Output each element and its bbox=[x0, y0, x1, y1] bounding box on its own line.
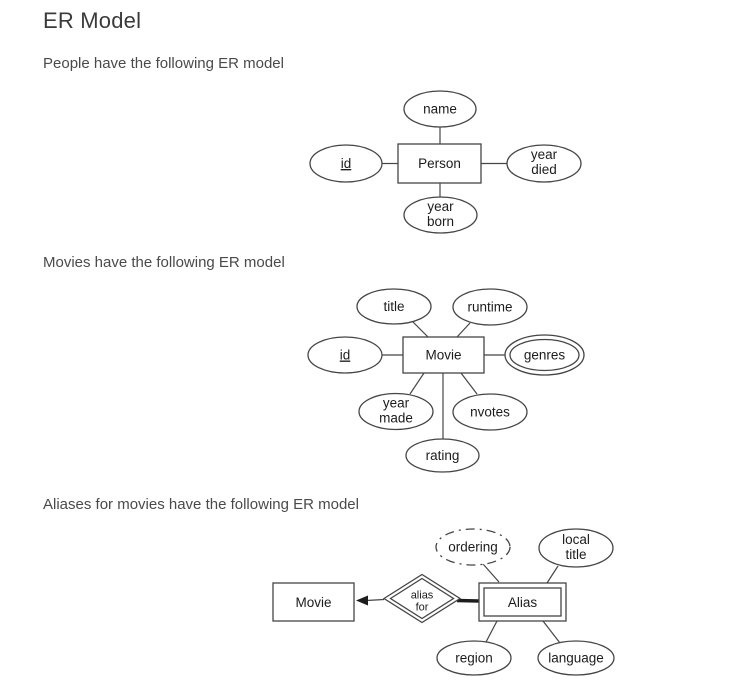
attribute-label-year-born-1: year bbox=[427, 199, 454, 214]
entity-label-movie: Movie bbox=[295, 595, 331, 610]
people-intro-text: People have the following ER model bbox=[43, 55, 284, 72]
attribute-oval-rating bbox=[405, 438, 480, 473]
movie-diagram-connectors bbox=[382, 321, 505, 439]
attribute-oval-local-title bbox=[538, 528, 614, 568]
attribute-label-runtime: runtime bbox=[467, 300, 512, 315]
attribute-label-region: region bbox=[455, 651, 493, 666]
entity-rect-alias-weak bbox=[478, 582, 567, 622]
attribute-label-ordering: ordering bbox=[448, 540, 498, 555]
attribute-label-year-born-2: born bbox=[427, 214, 454, 229]
attribute-label-local-title-2: title bbox=[565, 547, 586, 562]
attribute-oval-year-made bbox=[358, 392, 434, 431]
attribute-oval-nvotes bbox=[452, 393, 528, 431]
attribute-oval-id bbox=[307, 336, 383, 374]
movie-er-diagram: title runtime id Movie genres year made … bbox=[307, 288, 585, 473]
person-diagram-connectors bbox=[382, 127, 507, 197]
alias-diagram-connectors bbox=[356, 563, 561, 644]
entity-rect-movie bbox=[402, 336, 485, 374]
attribute-label-year-died-1: year bbox=[531, 147, 558, 162]
attribute-oval-ordering-derived bbox=[435, 528, 511, 566]
relationship-label-for: for bbox=[416, 602, 429, 614]
attribute-label-title: title bbox=[383, 299, 404, 314]
attribute-oval-title bbox=[356, 288, 432, 325]
entity-label-movie: Movie bbox=[425, 348, 461, 363]
attribute-oval-id bbox=[309, 144, 383, 183]
attribute-oval-region bbox=[436, 640, 512, 676]
arrowhead-to-movie bbox=[356, 595, 368, 606]
attribute-label-year-died-2: died bbox=[531, 162, 557, 177]
attribute-label-genres: genres bbox=[524, 348, 566, 363]
attribute-label-year-made-2: made bbox=[379, 411, 413, 426]
attribute-label-year-made-1: year bbox=[383, 396, 410, 411]
attribute-oval-year-born bbox=[403, 196, 478, 234]
alias-er-diagram: ordering local title Movie alias for Ali… bbox=[272, 528, 615, 676]
relationship-label-alias: alias bbox=[411, 590, 434, 602]
attribute-oval-genres-multivalued bbox=[504, 334, 585, 376]
relationship-diamond-alias-for bbox=[382, 573, 462, 624]
attribute-oval-name bbox=[403, 90, 477, 128]
aliases-intro-text: Aliases for movies have the following ER… bbox=[43, 496, 359, 513]
movies-intro-text: Movies have the following ER model bbox=[43, 254, 285, 271]
attribute-oval-language bbox=[537, 640, 615, 676]
entity-label-person: Person bbox=[418, 156, 461, 171]
attribute-label-language: language bbox=[548, 651, 604, 666]
attribute-label-local-title-1: local bbox=[562, 532, 590, 547]
attribute-label-rating: rating bbox=[426, 448, 460, 463]
attribute-label-name: name bbox=[423, 102, 457, 117]
person-er-diagram: name id Person year died year born bbox=[309, 90, 582, 234]
entity-rect-movie bbox=[272, 582, 355, 622]
entity-rect-person bbox=[397, 143, 482, 184]
attribute-oval-runtime bbox=[452, 288, 528, 326]
attribute-label-id: id bbox=[340, 348, 351, 363]
page-title: ER Model bbox=[43, 8, 142, 33]
attribute-oval-year-died bbox=[506, 144, 582, 183]
entity-label-alias: Alias bbox=[508, 595, 538, 610]
attribute-label-nvotes: nvotes bbox=[470, 405, 510, 420]
attribute-label-id: id bbox=[341, 156, 352, 171]
